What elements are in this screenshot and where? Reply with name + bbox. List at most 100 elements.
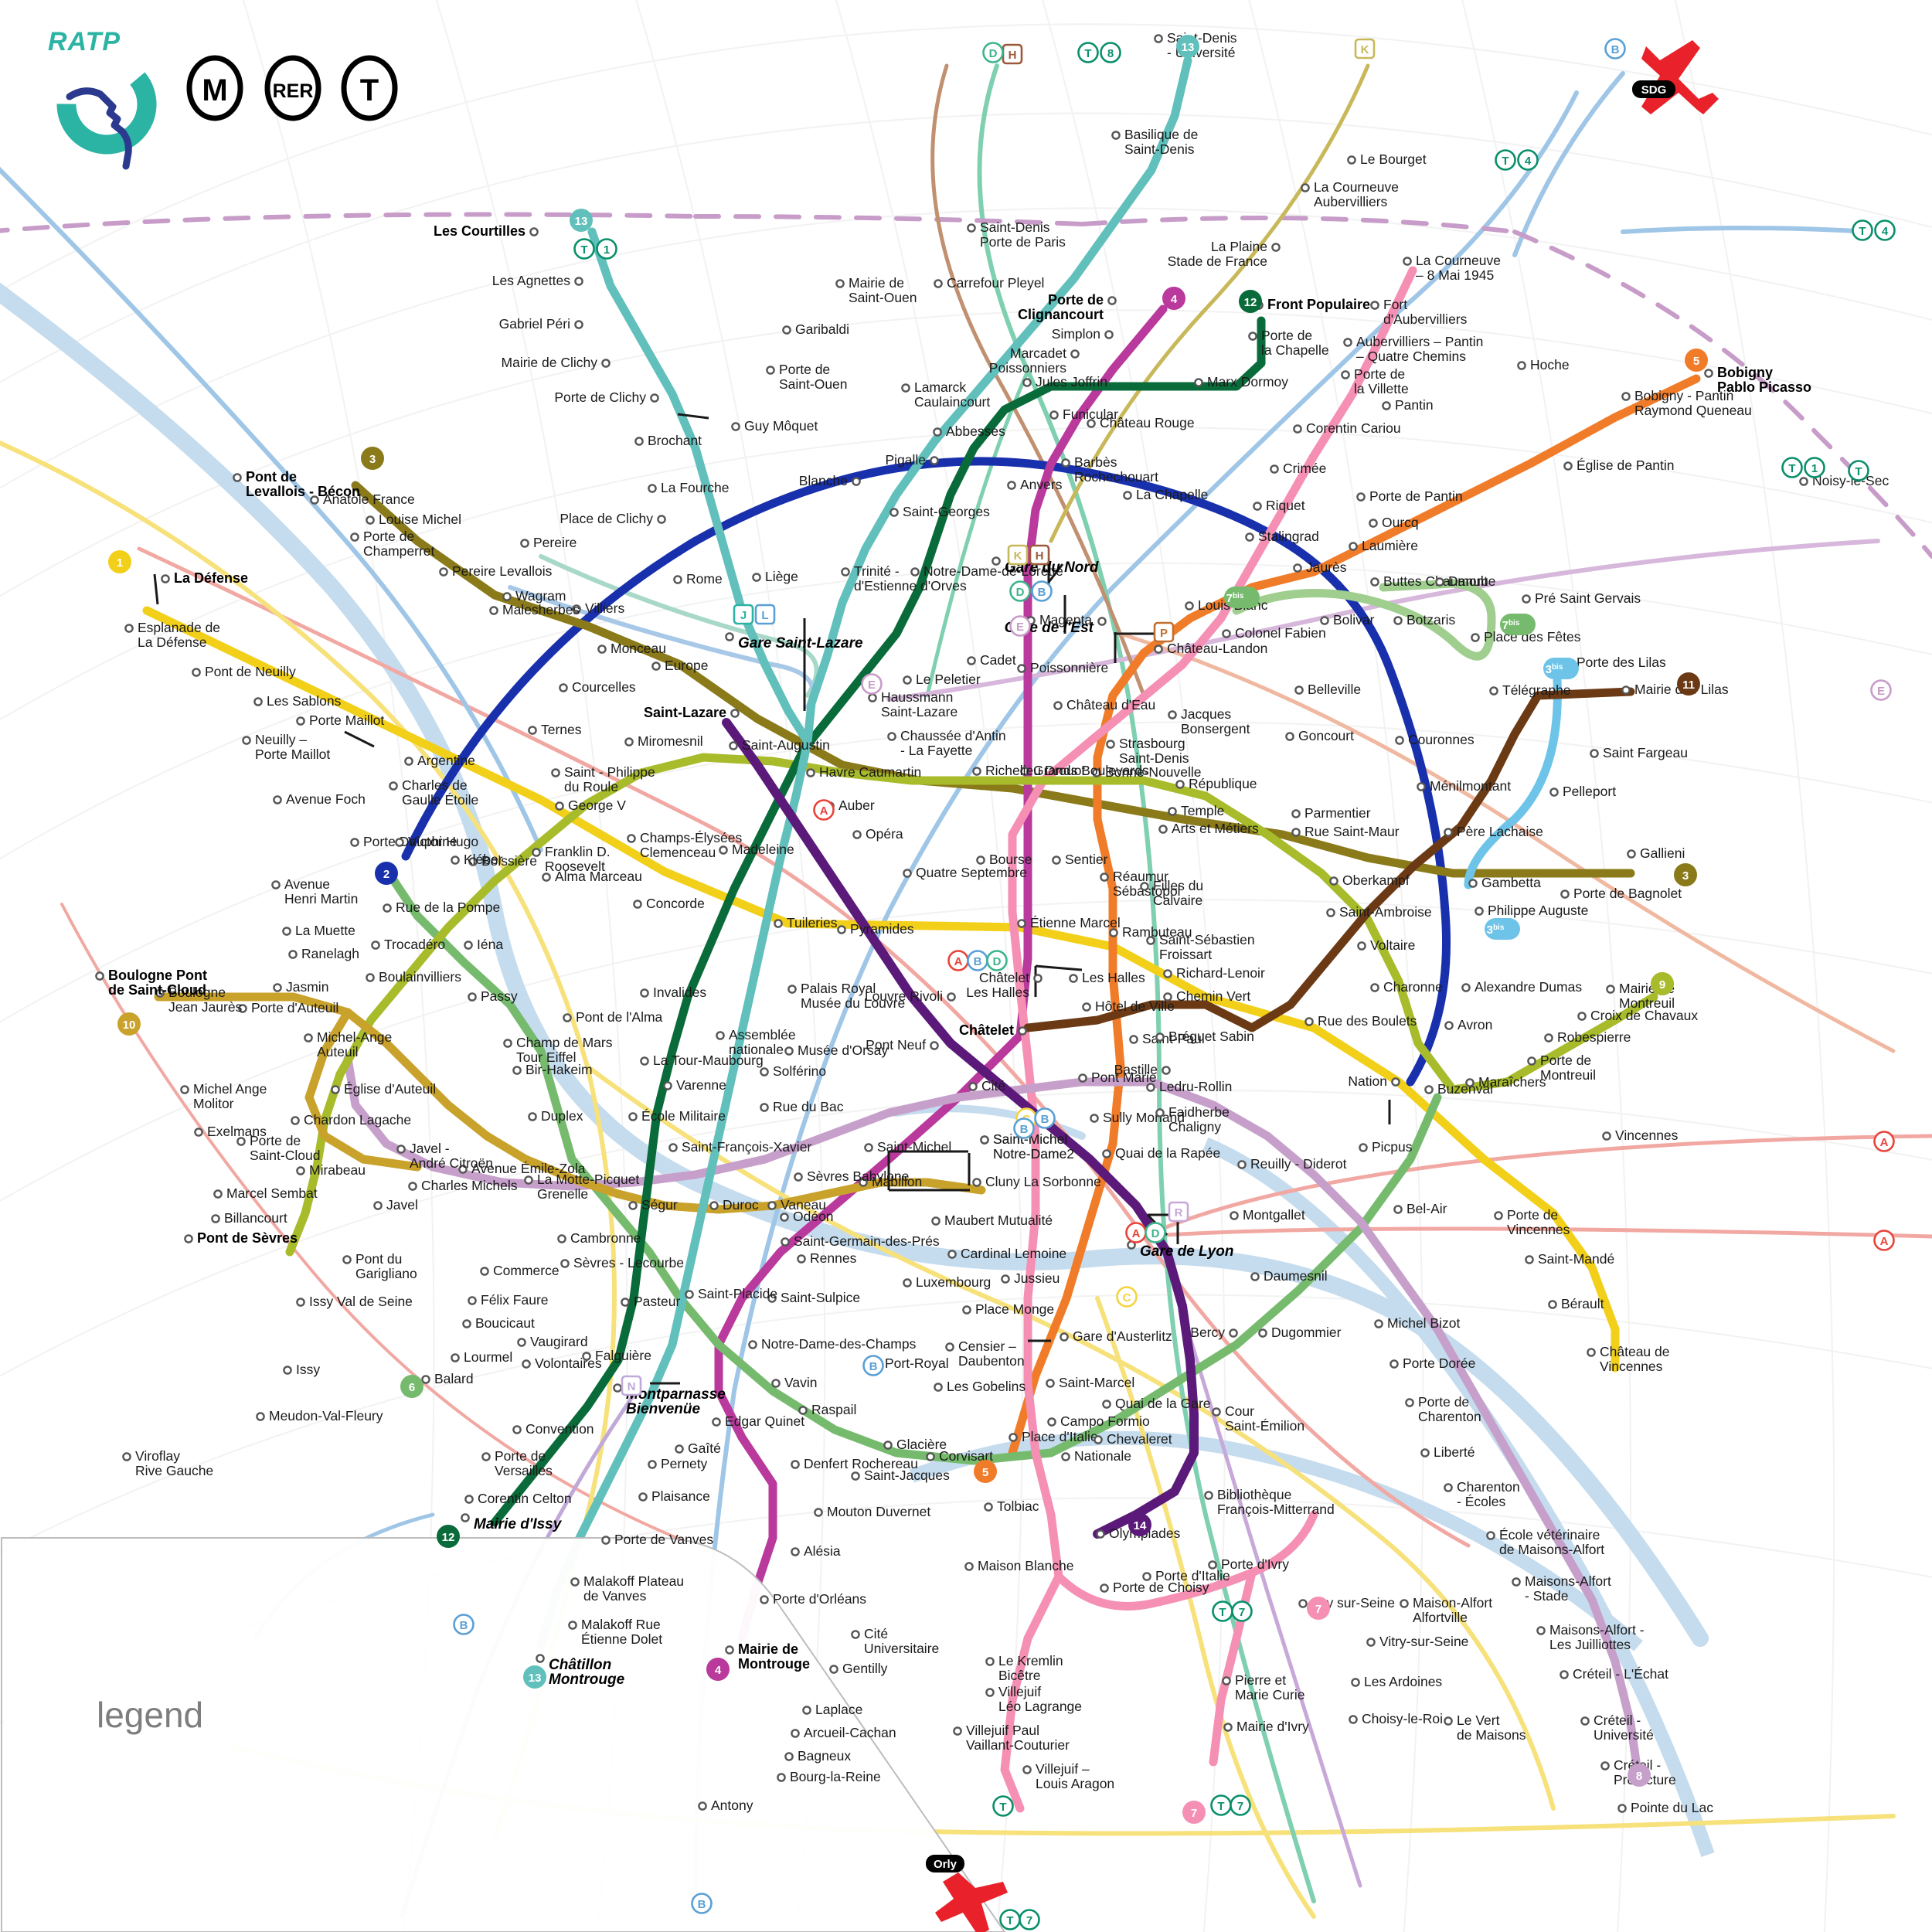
station-label[interactable]: Liège	[765, 569, 798, 584]
station-dot[interactable]	[161, 574, 170, 583]
station-label[interactable]: Hoche	[1530, 357, 1570, 372]
station-label[interactable]: Crimée	[1283, 461, 1326, 476]
station-dot[interactable]	[331, 1085, 340, 1094]
station-dot[interactable]	[1096, 1529, 1105, 1539]
metro-icon[interactable]	[186, 55, 243, 121]
rer-badge-E[interactable]: E	[1009, 615, 1031, 637]
station-label[interactable]: Franklin D.Roosevelt	[545, 844, 611, 874]
station-dot[interactable]	[1194, 378, 1203, 387]
station-label[interactable]: Saint-Ambroise	[1339, 904, 1432, 920]
station-dot[interactable]	[992, 556, 1001, 566]
station-dot[interactable]	[976, 855, 985, 865]
station-label[interactable]: Arts et Métiers	[1172, 821, 1259, 836]
station-label[interactable]: Gare Saint-Lazare	[738, 635, 863, 651]
station-dot[interactable]	[1090, 1114, 1099, 1123]
station-dot[interactable]	[1020, 767, 1029, 776]
station-label[interactable]: Invalides	[653, 985, 706, 1000]
station-label[interactable]: Ourcq	[1382, 515, 1419, 530]
station-dot[interactable]	[791, 1547, 800, 1556]
station-dot[interactable]	[712, 1417, 721, 1427]
station-label[interactable]: Louvre Rivoli	[865, 988, 943, 1004]
station-dot[interactable]	[528, 1112, 537, 1121]
station-label[interactable]: Colonel Fabien	[1235, 625, 1326, 641]
station-dot[interactable]	[462, 1319, 471, 1328]
station-label[interactable]: Varenne	[676, 1077, 726, 1093]
station-dot[interactable]	[1155, 1108, 1165, 1117]
station-dot[interactable]	[1100, 1583, 1109, 1593]
station-dot[interactable]	[934, 279, 943, 288]
station-dot[interactable]	[716, 1031, 725, 1040]
station-dot[interactable]	[1370, 983, 1379, 992]
station-label[interactable]: Les Agnettes	[492, 273, 570, 288]
station-dot[interactable]	[752, 573, 761, 582]
station-dot[interactable]	[574, 320, 583, 329]
station-label[interactable]: Anvers	[1020, 477, 1063, 492]
station-label[interactable]: Place de Clichy	[560, 511, 653, 526]
station-dot[interactable]	[342, 1255, 352, 1264]
station-dot[interactable]	[1007, 481, 1016, 490]
station-label[interactable]: Duplex	[541, 1108, 583, 1124]
station-label[interactable]: Duroc	[723, 1197, 759, 1213]
station-label[interactable]: Porte d'Italie	[1155, 1568, 1230, 1583]
station-dot[interactable]	[1468, 879, 1478, 888]
station-label[interactable]: Villiers	[585, 600, 624, 616]
station-dot[interactable]	[1017, 664, 1026, 673]
station-label[interactable]: Notre-Dame-des-Champs	[761, 1336, 917, 1352]
station-dot[interactable]	[1522, 594, 1531, 604]
station-label[interactable]: Alexandre Dumas	[1475, 979, 1582, 995]
station-dot[interactable]	[774, 919, 783, 928]
station-dot[interactable]	[557, 1234, 566, 1243]
rer-badge-R[interactable]: R	[1168, 1201, 1189, 1223]
station-label[interactable]: Auber	[838, 798, 875, 813]
station-dot[interactable]	[1370, 301, 1379, 310]
station-label[interactable]: Danube	[1448, 573, 1495, 589]
station-label[interactable]: Denfert Rochereau	[804, 1456, 918, 1471]
station-dot[interactable]	[1326, 908, 1335, 917]
station-dot[interactable]	[1018, 1026, 1027, 1036]
station-label[interactable]: Gabriel Péri	[499, 316, 570, 332]
station-dot[interactable]	[468, 992, 477, 1002]
station-dot[interactable]	[296, 716, 305, 726]
station-label[interactable]: Voltaire	[1370, 937, 1415, 953]
station-label[interactable]: République	[1189, 776, 1257, 791]
station-label[interactable]: Jussieu	[1014, 1270, 1060, 1286]
station-dot[interactable]	[439, 567, 448, 577]
station-dot[interactable]	[613, 1383, 622, 1393]
station-label[interactable]: Étienne Marcel	[1030, 915, 1121, 930]
rer-badge-1[interactable]: 1	[1804, 457, 1825, 478]
station-dot[interactable]	[1222, 1676, 1231, 1685]
station-label[interactable]: La Défense	[174, 570, 248, 586]
station-dot[interactable]	[675, 1444, 684, 1454]
station-dot[interactable]	[1146, 936, 1155, 945]
station-dot[interactable]	[1291, 828, 1301, 837]
station-label[interactable]: Poissonnière	[1030, 660, 1108, 675]
rer-badge-B[interactable]: B	[1034, 1107, 1056, 1129]
line-terminus-badge-4[interactable]: 4	[1162, 287, 1185, 310]
station-dot[interactable]	[903, 675, 912, 685]
rer-badge-7[interactable]: 7	[1019, 1909, 1040, 1930]
rer-badge-B[interactable]: B	[1031, 580, 1053, 602]
rer-badge-E[interactable]: E	[861, 673, 883, 695]
station-dot[interactable]	[1154, 645, 1163, 654]
station-label[interactable]: Exelmans	[207, 1124, 267, 1139]
line-terminus-badge-13[interactable]: 13	[523, 1665, 546, 1689]
station-dot[interactable]	[1369, 519, 1378, 528]
station-dot[interactable]	[767, 1201, 777, 1210]
station-label[interactable]: Église d'Auteuil	[344, 1081, 436, 1097]
station-dot[interactable]	[1627, 849, 1636, 859]
station-dot[interactable]	[458, 1165, 468, 1174]
station-dot[interactable]	[283, 1366, 292, 1375]
station-dot[interactable]	[1293, 424, 1302, 434]
rer-badge-T[interactable]: T	[992, 1795, 1014, 1817]
station-label[interactable]: Brochant	[648, 433, 702, 448]
rer-badge-T[interactable]: T	[999, 1909, 1021, 1930]
station-dot[interactable]	[933, 427, 942, 437]
